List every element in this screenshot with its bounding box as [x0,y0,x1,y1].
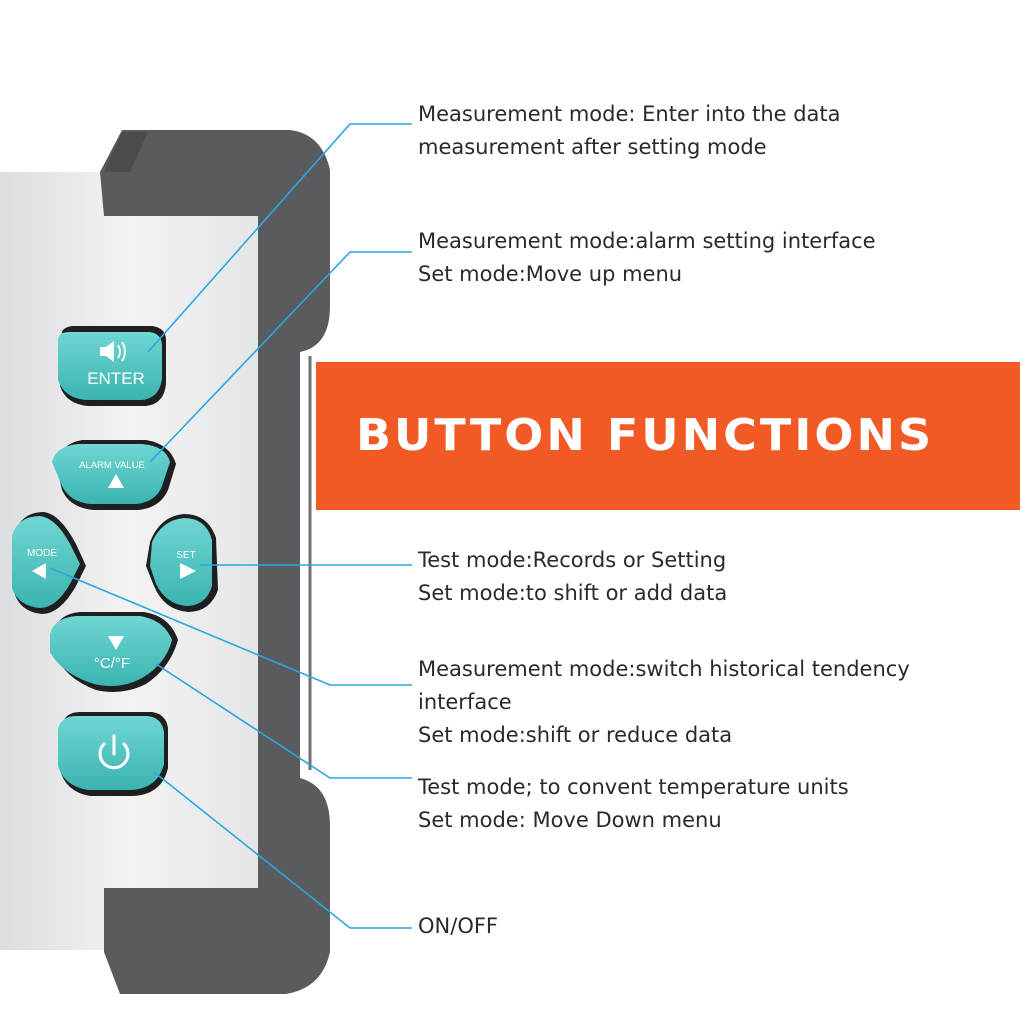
leader-line-alarm [149,251,412,463]
annotation-line: ON/OFF [418,914,499,938]
down-triangle-icon [108,636,124,650]
alarm-value-button-label: ALARM VALUE [79,460,145,471]
unit-toggle-button-label: °C/°F [94,655,130,672]
right-triangle-icon [180,563,196,579]
annotation-line: interface [418,690,512,714]
power-button[interactable] [58,712,168,796]
up-triangle-icon [108,474,124,488]
leader-line-power [153,771,412,929]
annotation-set: Test mode:Records or Setting Set mode:to… [418,544,727,610]
button-functions-banner: BUTTON FUNCTIONS [316,362,1020,510]
leader-lines [49,123,412,929]
device-casing [100,130,330,994]
speaker-icon [100,341,126,362]
leader-line-enter [147,123,412,353]
leader-line-unit [155,663,412,779]
annotation-line: Set mode:to shift or add data [418,581,728,605]
unit-toggle-button[interactable]: °C/°F [50,612,178,692]
mode-button-label: MODE [27,548,57,559]
annotation-mode: Measurement mode:switch historical tende… [418,653,910,752]
annotation-enter: Measurement mode: Enter into the data me… [418,98,841,164]
annotation-line: Test mode:Records or Setting [418,548,727,572]
enter-button-label: ENTER [87,369,145,388]
power-icon [98,734,130,770]
annotation-power: ON/OFF [418,910,498,943]
annotation-line: Test mode; to convent temperature units [418,775,849,799]
enter-button[interactable]: ENTER [58,326,166,406]
annotation-line: Measurement mode:switch historical tende… [418,657,910,681]
annotation-line: Measurement mode:alarm setting interface [418,229,876,253]
casing-top-tab [104,132,148,172]
banner-title: BUTTON FUNCTIONS [356,409,935,461]
set-button[interactable]: SET [146,514,218,612]
annotation-line: Set mode:shift or reduce data [418,723,733,747]
annotation-line: Set mode:Move up menu [418,262,683,286]
annotation-unit-toggle: Test mode; to convent temperature units … [418,771,849,837]
alarm-value-button[interactable]: ALARM VALUE [52,440,176,510]
leader-line-mode [49,567,412,686]
annotation-alarm-value: Measurement mode:alarm setting interface… [418,225,876,291]
left-triangle-icon [32,563,46,579]
annotation-line: Set mode: Move Down menu [418,808,722,832]
annotation-line: Measurement mode: Enter into the data [418,102,841,126]
mode-button[interactable]: MODE [12,512,86,614]
set-button-label: SET [176,550,195,561]
annotation-line: measurement after setting mode [418,135,767,159]
